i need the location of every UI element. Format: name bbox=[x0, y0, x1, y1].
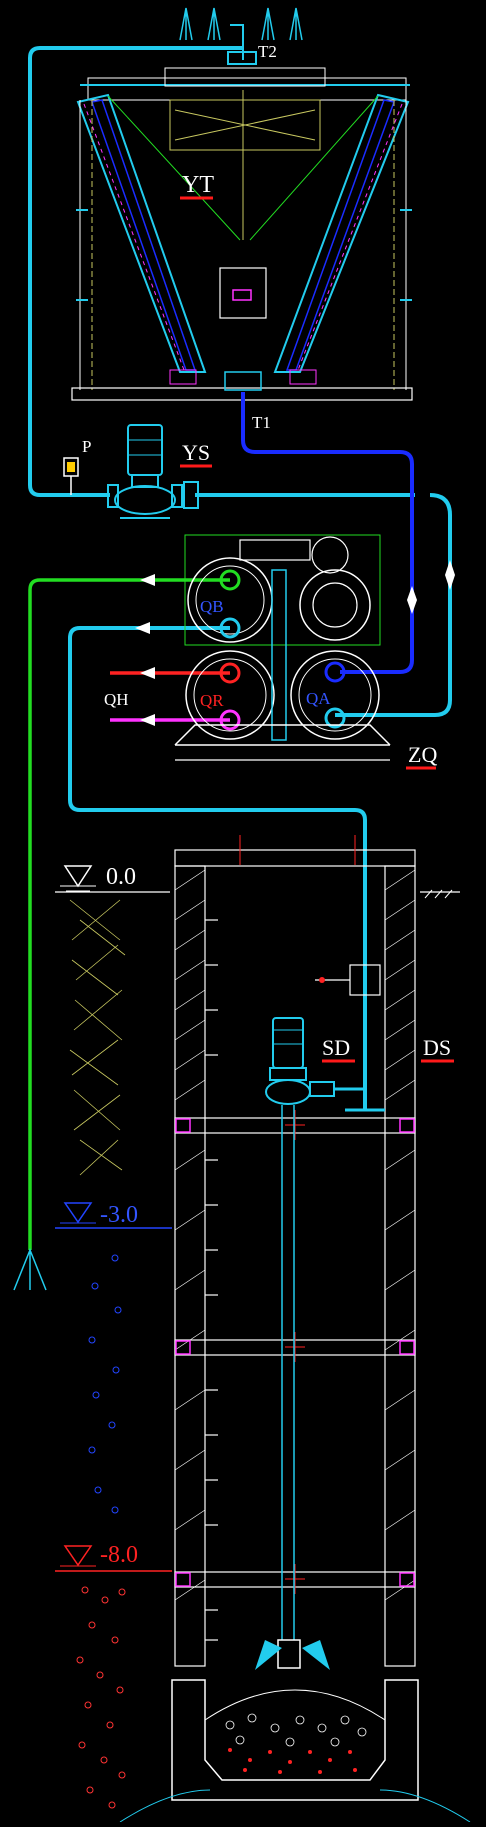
label-ds: DS bbox=[423, 1035, 451, 1060]
label-yt: YT bbox=[182, 172, 214, 198]
level-ground: 0.0 bbox=[106, 864, 136, 890]
spray-right bbox=[302, 1640, 330, 1670]
well-shaft bbox=[119, 835, 471, 1823]
label-sd: SD bbox=[322, 1035, 350, 1060]
cyan-pipe-arrow bbox=[135, 622, 150, 634]
heat-pump-unit-zq bbox=[174, 534, 391, 761]
gravel-soil-marks bbox=[76, 1586, 126, 1809]
ground-level-marker bbox=[55, 865, 170, 893]
label-qa: QA bbox=[306, 689, 331, 708]
red-pipe-arrow bbox=[140, 667, 155, 679]
ground-hatch-right bbox=[424, 889, 453, 899]
valve-diamond-blue bbox=[407, 586, 417, 614]
well-pipe-valve bbox=[315, 964, 385, 1112]
level-mid: -3.0 bbox=[100, 1202, 138, 1228]
level-deep: -8.0 bbox=[100, 1542, 138, 1568]
label-qr: QR bbox=[200, 691, 224, 710]
label-t2: T2 bbox=[258, 42, 277, 61]
level-marker-mid bbox=[55, 1202, 172, 1229]
cooling-tower bbox=[71, 67, 413, 401]
pump-ys bbox=[107, 424, 199, 519]
valve-diamond-right bbox=[445, 560, 455, 590]
t2-flange bbox=[227, 51, 257, 65]
label-p: P bbox=[82, 437, 91, 456]
green-pipe-arrow bbox=[140, 574, 155, 586]
magenta-pipe-arrow bbox=[140, 714, 155, 726]
cyan-return-pipe-right bbox=[335, 493, 452, 717]
cyan-supply-pipe-left bbox=[28, 46, 243, 497]
label-zq: ZQ bbox=[408, 742, 437, 767]
blue-pipe-t1-to-qa bbox=[241, 392, 414, 674]
level-marker-deep bbox=[55, 1545, 172, 1572]
submersible-pump-sd bbox=[265, 1017, 365, 1669]
vent-arrows bbox=[179, 7, 303, 41]
ground-probe-tips bbox=[13, 1247, 47, 1291]
label-qb: QB bbox=[200, 597, 224, 616]
cyan-pipe-qb-to-well bbox=[68, 626, 367, 1110]
label-ys: YS bbox=[182, 440, 210, 465]
pressure-gauge-p bbox=[63, 457, 79, 495]
label-qh: QH bbox=[104, 690, 129, 709]
water-table-marks bbox=[88, 1254, 122, 1514]
green-pipe-ground bbox=[28, 578, 230, 1250]
soil-hatch bbox=[69, 899, 126, 1176]
t2-outlet-pipe bbox=[230, 24, 244, 60]
spray-left bbox=[255, 1640, 282, 1670]
label-t1: T1 bbox=[252, 413, 271, 432]
